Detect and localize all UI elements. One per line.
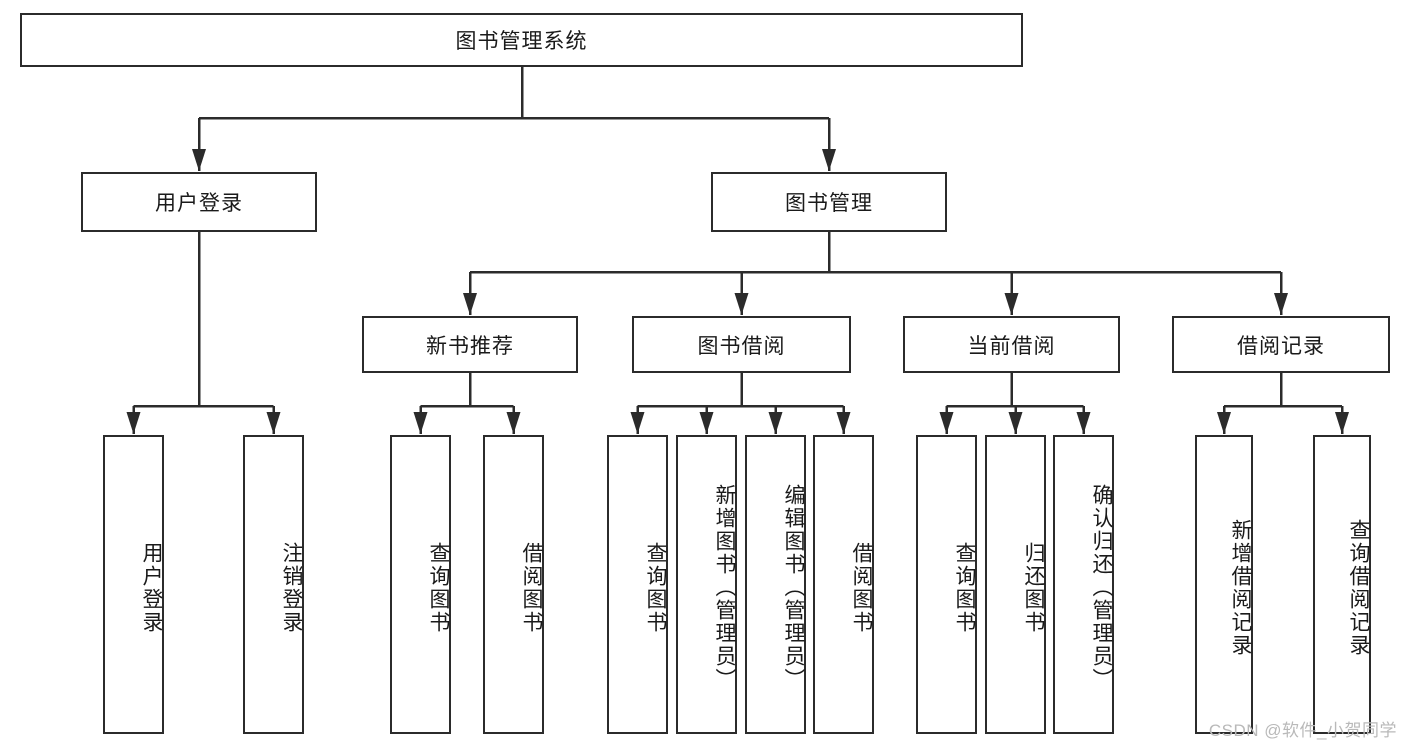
node-label: 借阅记录 [1237,334,1325,358]
node-l3-借阅记录[interactable]: 借阅记录 [1172,316,1390,373]
node-label: 借阅图书 [520,541,543,634]
node-label: 当前借阅 [967,334,1056,358]
node-label: 新增图书（管理员） [713,484,736,691]
node-root-图书管理系统[interactable]: 图书管理系统 [20,13,1023,67]
node-leaf-7-借阅图书[interactable]: 借阅图书 [813,435,874,734]
node-leaf-3-借阅图书[interactable]: 借阅图书 [483,435,544,734]
watermark-text: CSDN @软件_小贺同学 [1208,721,1397,740]
node-label: 归还图书 [1022,541,1045,634]
node-leaf-6-编辑图书（管理员）[interactable]: 编辑图书（管理员） [745,435,806,734]
node-l2-用户登录[interactable]: 用户登录 [81,172,317,232]
node-leaf-12-查询借阅记录[interactable]: 查询借阅记录 [1313,435,1371,734]
node-label: 图书管理 [785,192,873,215]
node-label: 新书推荐 [426,334,514,358]
node-leaf-10-确认归还（管理员）[interactable]: 确认归还（管理员） [1053,435,1114,734]
node-label: 编辑图书（管理员） [782,484,805,691]
node-leaf-1-注销登录[interactable]: 注销登录 [243,435,304,734]
node-leaf-9-归还图书[interactable]: 归还图书 [985,435,1046,734]
node-label: 图书管理系统 [455,30,588,53]
node-leaf-2-查询图书[interactable]: 查询图书 [390,435,451,734]
node-leaf-0-用户登录[interactable]: 用户登录 [103,435,164,734]
node-label: 查询借阅记录 [1347,518,1370,657]
node-leaf-8-查询图书[interactable]: 查询图书 [916,435,977,734]
node-label: 查询图书 [644,541,667,634]
node-l3-新书推荐[interactable]: 新书推荐 [362,316,578,373]
node-label: 确认归还（管理员） [1090,484,1113,691]
node-label: 用户登录 [155,192,243,215]
node-label: 图书借阅 [697,334,786,358]
node-label: 查询图书 [953,541,976,634]
node-l3-当前借阅[interactable]: 当前借阅 [903,316,1120,373]
node-label: 借阅图书 [850,541,873,634]
node-leaf-5-新增图书（管理员）[interactable]: 新增图书（管理员） [676,435,737,734]
node-label: 查询图书 [427,541,450,634]
node-label: 用户登录 [140,541,163,634]
node-label: 注销登录 [280,541,303,634]
node-l3-图书借阅[interactable]: 图书借阅 [632,316,851,373]
node-l2-图书管理[interactable]: 图书管理 [711,172,947,232]
node-leaf-11-新增借阅记录[interactable]: 新增借阅记录 [1195,435,1253,734]
node-label: 新增借阅记录 [1229,518,1252,657]
node-leaf-4-查询图书[interactable]: 查询图书 [607,435,668,734]
